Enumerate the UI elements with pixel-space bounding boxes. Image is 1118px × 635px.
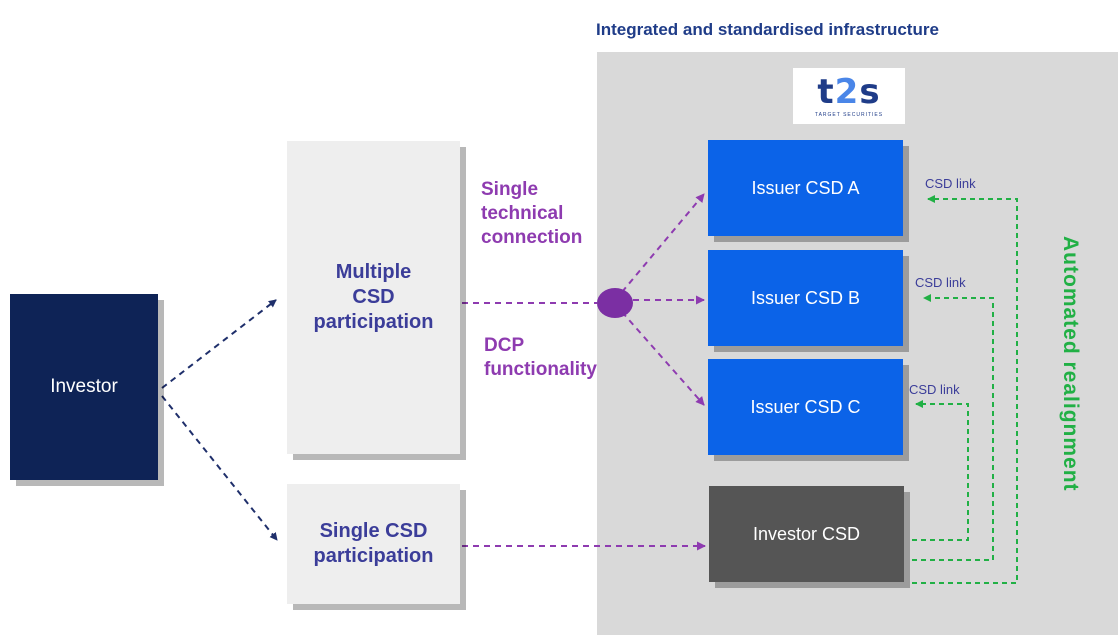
automated-realignment-label: Automated realignment — [1059, 236, 1082, 492]
issuer-csd-c-box: Issuer CSD C — [708, 359, 903, 455]
csd-link-label-b: CSD link — [915, 275, 966, 290]
investor-csd-label: Investor CSD — [752, 523, 861, 544]
single-technical-connection-label: Single technical connection — [481, 179, 583, 248]
t2s-logo-subtitle: TARGET SECURITIES — [814, 111, 884, 118]
multiple-csd-participation-label: Multiple CSD participation — [313, 261, 434, 333]
issuer-csd-a-box: Issuer CSD A — [708, 140, 903, 236]
realign-link-b — [912, 294, 994, 561]
multiple-csd-participation-box: Multiple CSD participation — [287, 141, 460, 454]
dcp-functionality-label: DCP functionality — [484, 335, 597, 380]
arrow-investor-to-single — [161, 395, 278, 541]
csd-link-label-c: CSD link — [909, 382, 960, 397]
infrastructure-title: Integrated and standardised infrastructu… — [596, 20, 939, 39]
arrow-hub-to-issuer-c — [621, 311, 705, 406]
issuer-csd-c-label: Issuer CSD C — [750, 396, 861, 417]
investor-box: Investor — [10, 294, 158, 480]
t2s-logo-mark: t2s — [817, 71, 881, 112]
connection-hub — [597, 288, 633, 318]
investor-csd-box: Investor CSD — [709, 486, 904, 582]
single-csd-participation-label: Single CSD participation — [313, 520, 434, 567]
single-csd-participation-box: Single CSD participation — [287, 484, 460, 604]
realign-link-c — [912, 400, 969, 541]
csd-link-label-a: CSD link — [925, 176, 976, 191]
issuer-csd-a-label: Issuer CSD A — [751, 177, 860, 198]
issuer-csd-b-box: Issuer CSD B — [708, 250, 903, 346]
t2s-logo: t2s TARGET SECURITIES — [793, 68, 905, 124]
investor-label: Investor — [50, 376, 118, 397]
realign-link-a — [912, 195, 1018, 584]
issuer-csd-b-label: Issuer CSD B — [750, 287, 861, 308]
arrow-hub-to-issuer-a — [621, 193, 705, 293]
arrow-investor-to-multiple — [161, 299, 277, 389]
